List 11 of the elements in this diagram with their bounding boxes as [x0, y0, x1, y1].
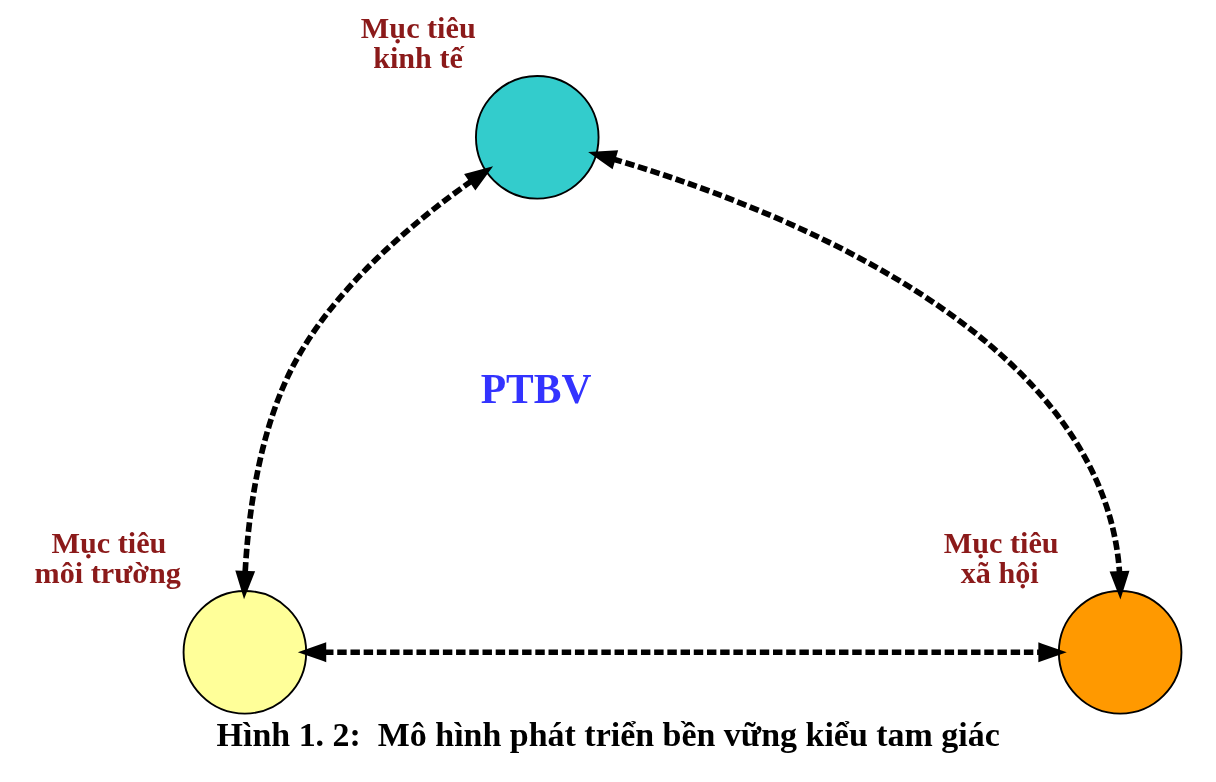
node-circle [1057, 590, 1183, 715]
node-label: Mục tiêu môi trường [34, 525, 181, 591]
node-circle [182, 590, 308, 715]
arrow [588, 150, 1130, 600]
arrow [297, 642, 1067, 663]
node-label: Mục tiêu kinh tế [360, 10, 476, 76]
label: PTBV [480, 366, 592, 413]
arrow [235, 166, 494, 600]
node-circle [475, 75, 600, 200]
node-label: Mục tiêu xã hội [943, 525, 1059, 591]
caption: Hình 1. 2: Mô hình phát triển bền vững kiểu tam giác [216, 716, 1000, 754]
